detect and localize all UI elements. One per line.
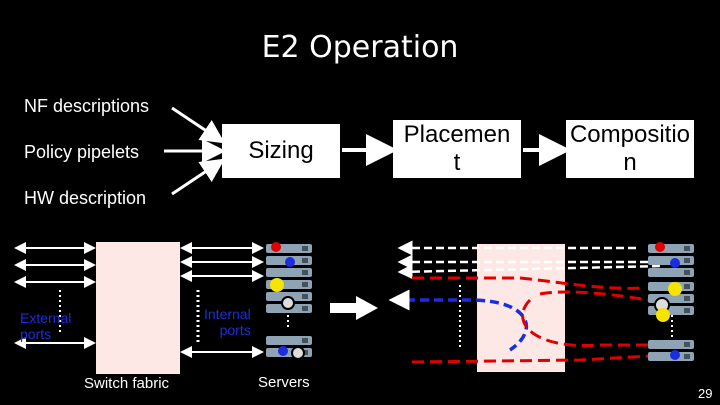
placement-label: Placemen t bbox=[403, 121, 511, 176]
blue-nf-icon bbox=[670, 258, 680, 268]
white-nf-icon bbox=[281, 296, 295, 310]
hw-to-sizing-arrow bbox=[171, 158, 225, 196]
composed-switch-fabric-block bbox=[477, 244, 565, 372]
transform-arrow-shaft bbox=[330, 303, 356, 313]
yellow-nf-icon bbox=[270, 278, 284, 292]
servers-label: Servers bbox=[258, 374, 310, 391]
external-ports-label: External ports bbox=[20, 310, 72, 342]
composition-label: Compositio n bbox=[569, 121, 691, 176]
server-rack-unit bbox=[266, 348, 312, 357]
nf-descriptions-label: NF descriptions bbox=[24, 96, 150, 116]
server-rack-unit bbox=[648, 340, 694, 349]
composed-blue-path bbox=[388, 289, 529, 352]
policy-pipelets-label: Policy pipelets bbox=[24, 142, 140, 162]
server-rack-unit bbox=[648, 268, 694, 277]
server-rack-unit bbox=[648, 306, 694, 315]
composed-white-paths bbox=[397, 240, 663, 280]
nf-to-sizing-arrow bbox=[171, 106, 225, 144]
server-rack-unit bbox=[648, 244, 694, 253]
blue-nf-icon bbox=[670, 350, 680, 360]
server-rack-unit bbox=[266, 280, 312, 289]
sizing-label: Sizing bbox=[248, 137, 314, 164]
white-nf-icon bbox=[291, 346, 305, 360]
hw-description-label: HW description bbox=[24, 188, 147, 208]
placement-box: Placemen t bbox=[393, 120, 521, 178]
yellow-nf-icon bbox=[668, 282, 682, 296]
red-nf-icon bbox=[271, 242, 281, 252]
internal-ports-label: Internal ports bbox=[204, 306, 251, 338]
composed-red-paths bbox=[411, 276, 651, 364]
composition-box: Compositio n bbox=[566, 120, 694, 178]
slide-title: E2 Operation bbox=[261, 30, 459, 65]
blue-nf-icon bbox=[278, 346, 288, 356]
server-rack-unit bbox=[266, 244, 312, 253]
yellow-nf-icon bbox=[656, 308, 670, 322]
switch-fabric-block bbox=[96, 242, 180, 374]
internal-port-arrows bbox=[180, 242, 264, 358]
server-rack-unit bbox=[266, 268, 312, 277]
server-rack-unit bbox=[648, 294, 694, 303]
external-port-arrows bbox=[14, 242, 96, 349]
server-rack-unit bbox=[266, 336, 312, 345]
red-nf-icon bbox=[655, 242, 665, 252]
page-number: 29 bbox=[698, 386, 713, 401]
blue-nf-icon bbox=[285, 257, 295, 267]
switch-fabric-label: Switch fabric bbox=[84, 375, 170, 392]
sizing-box: Sizing bbox=[222, 124, 340, 178]
transform-arrow-head bbox=[356, 296, 378, 320]
